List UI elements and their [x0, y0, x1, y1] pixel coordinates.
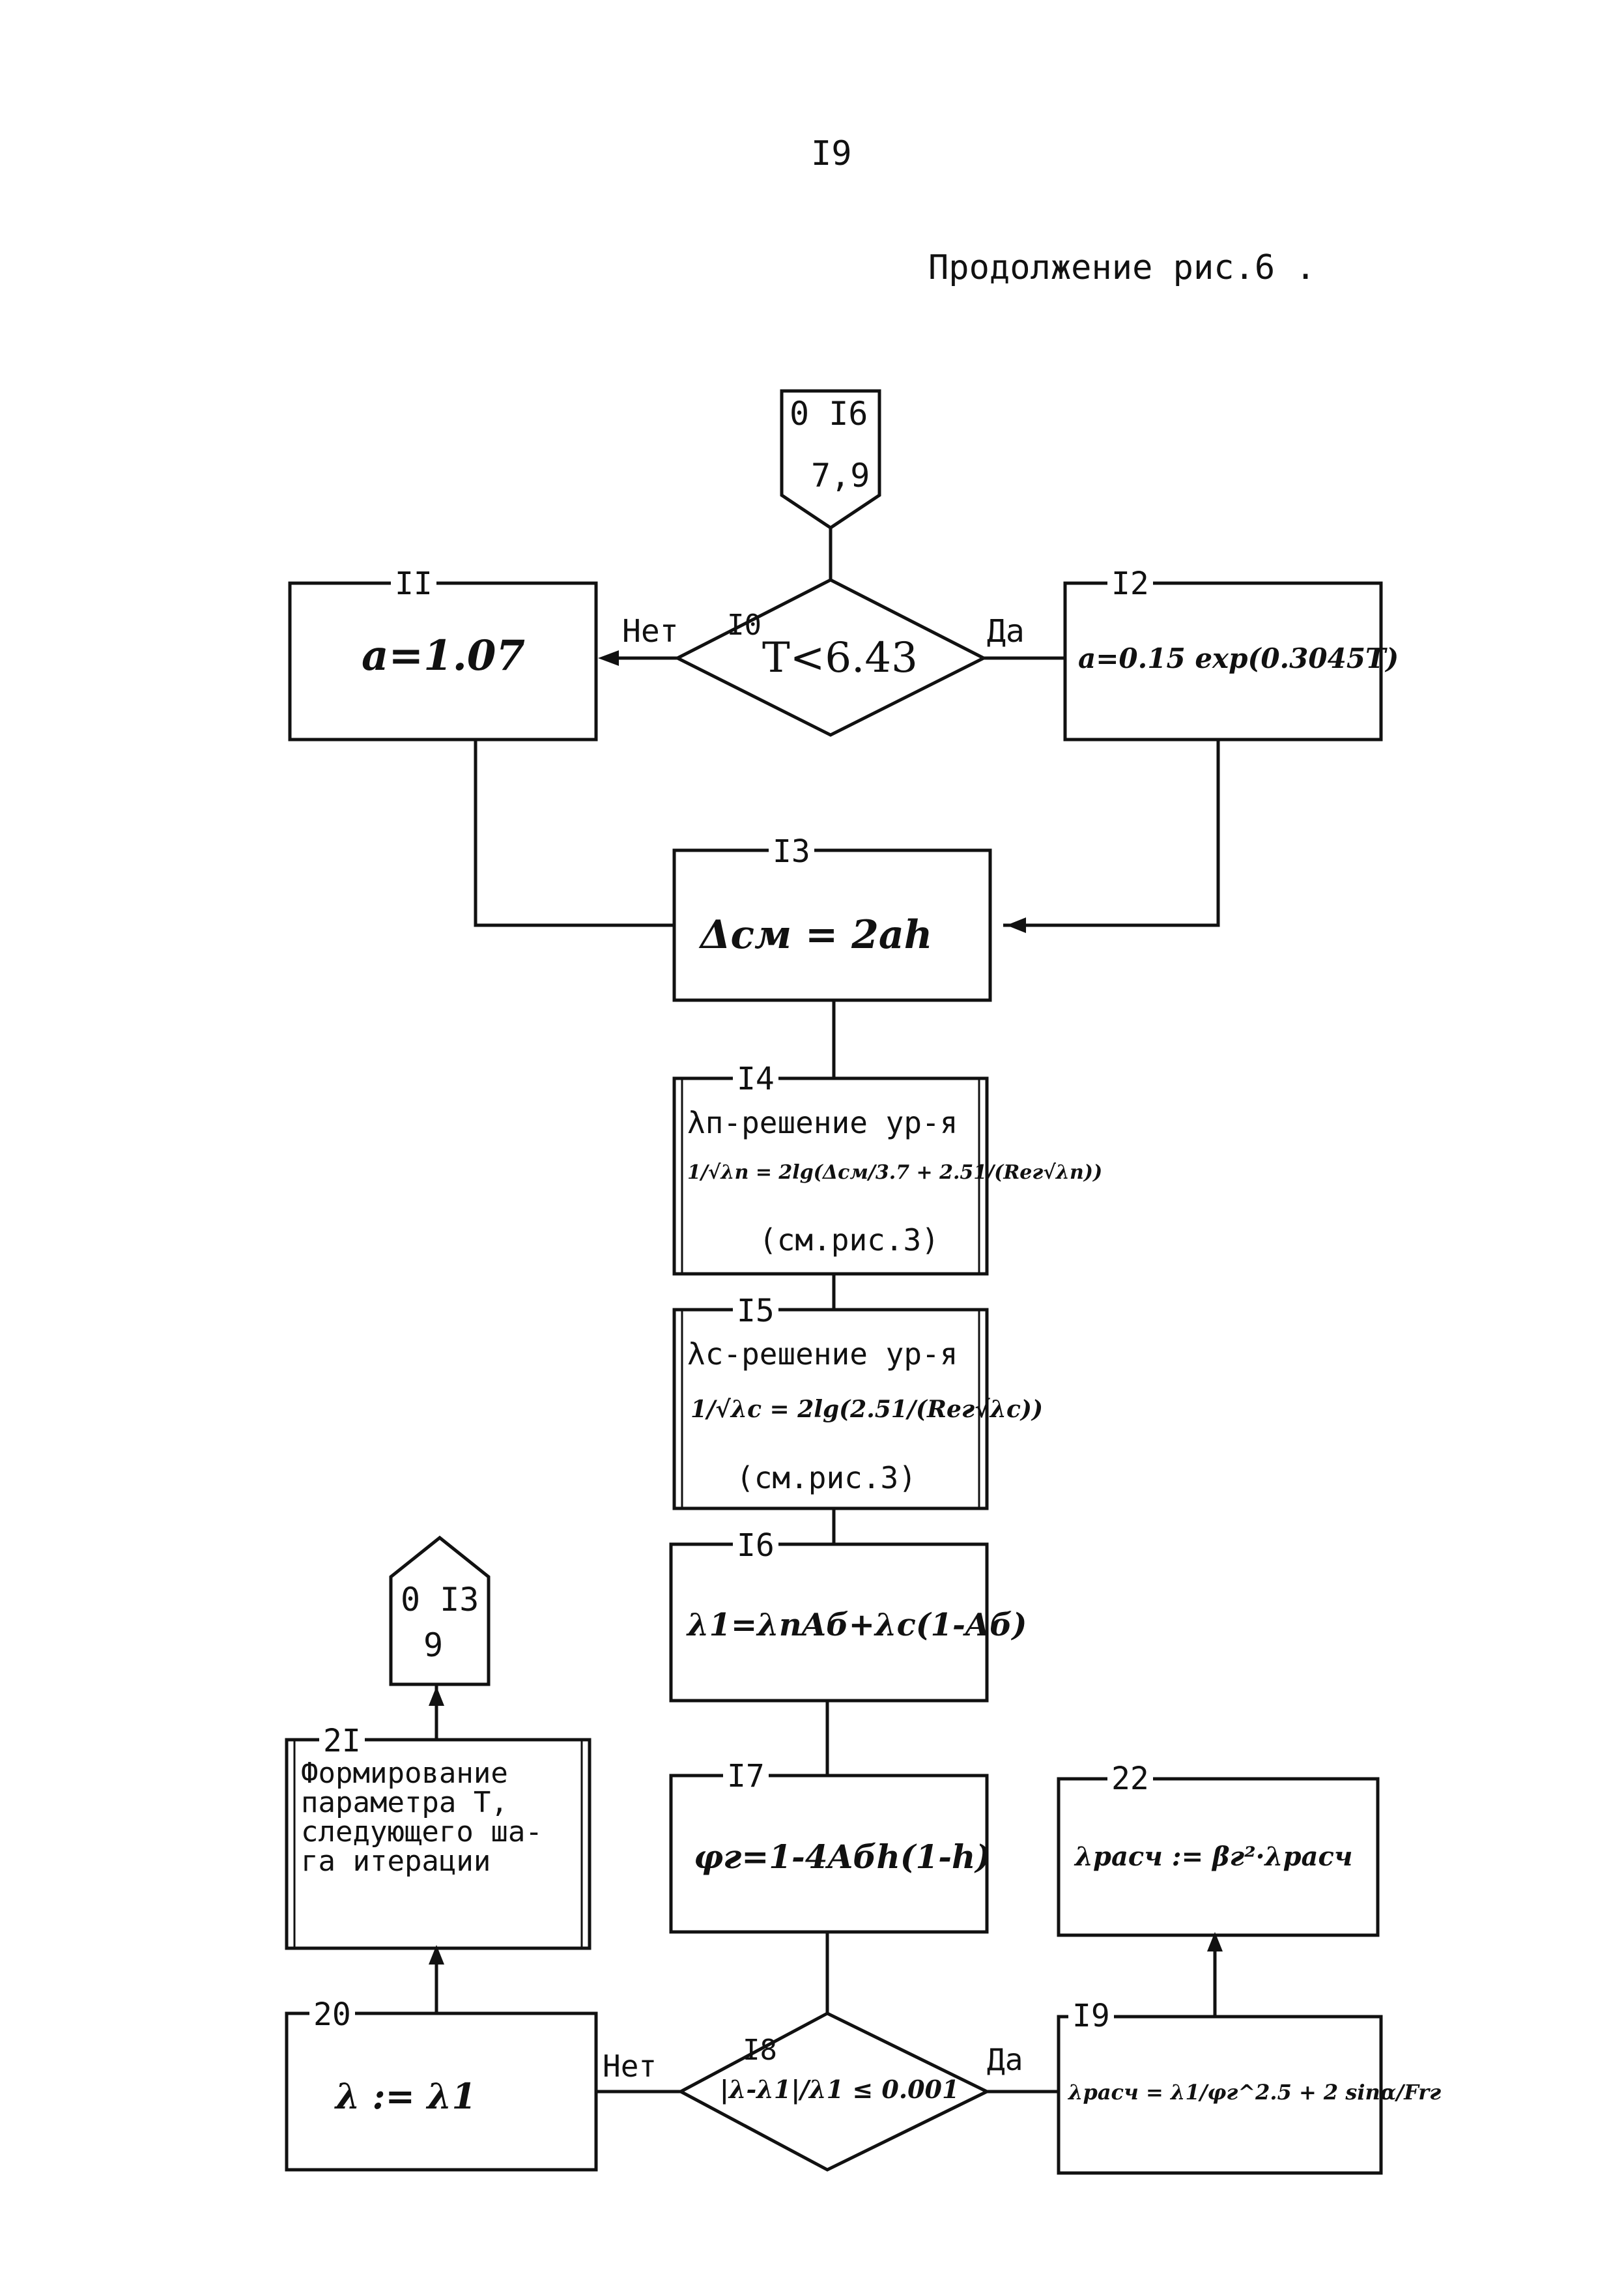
block-11-shape	[288, 581, 598, 741]
block-15-description: λс-решение ур-я	[687, 1336, 958, 1372]
block-22-number: 22	[1107, 1763, 1153, 1794]
block-12-formula: a=0.15 exp(0.3045T)	[1078, 642, 1399, 674]
entry-connector-line1: 0 I6	[790, 395, 868, 433]
block-10-no-label: Нет	[622, 613, 679, 650]
block-14-number: I4	[733, 1063, 778, 1095]
block-10-yes-label: Да	[987, 613, 1025, 650]
block-15-equation: 1/√λс = 2lg(2.51/(Reг√λс))	[691, 1396, 1044, 1423]
block-14-reference: (см.рис.3)	[759, 1222, 939, 1258]
entry-connector-shape	[780, 389, 881, 530]
arrowhead	[1006, 917, 1026, 933]
entry-connector-line2: 7,9	[811, 457, 870, 495]
block-20-formula: λ := λ1	[335, 2075, 477, 2117]
block-15-number: I5	[733, 1295, 778, 1327]
arrowhead	[1207, 1932, 1223, 1951]
block-15-reference: (см.рис.3)	[736, 1460, 917, 1495]
block-19-shape	[1057, 2015, 1383, 2175]
page-number: I9	[811, 134, 852, 173]
block-12-number: I2	[1107, 568, 1153, 599]
block-19-number: I9	[1068, 2000, 1114, 2032]
block-22-formula: λрасч := βг²·λрасч	[1075, 1841, 1353, 1872]
block-19-formula: λрасч = λ1/φг^2.5 + 2 sinα/Frг	[1068, 2080, 1442, 2105]
block-13-number: I3	[769, 836, 814, 867]
figure-caption: Продолжение рис.6 .	[928, 248, 1316, 287]
block-16-number: I6	[733, 1530, 778, 1561]
block-21-line: параметра T,	[301, 1786, 508, 1819]
block-18-no-label: Нет	[603, 2049, 657, 2084]
block-20-shape	[285, 2011, 598, 2172]
arrowhead	[598, 650, 619, 666]
block-13-formula: Δcм = 2ah	[700, 912, 933, 958]
block-21-line: Формирование	[301, 1757, 508, 1790]
block-11-formula: a=1.07	[362, 631, 525, 680]
block-12-shape	[1063, 581, 1383, 741]
block-22-shape	[1057, 1777, 1380, 1937]
block-21-line: следующего ша-	[301, 1815, 543, 1849]
exit-connector-line2: 9	[423, 1626, 444, 1664]
block-11-number: II	[391, 568, 436, 599]
arrowhead	[429, 1945, 444, 1965]
block-10-condition: T<6.43	[762, 634, 918, 682]
block-17-formula: φг=1-4Aбh(1-h)	[694, 1837, 991, 1876]
block-14-equation: 1/√λп = 2lg(Δсм/3.7 + 2.51/(Reг√λп))	[687, 1161, 1103, 1184]
block-18-yes-label: Да	[987, 2042, 1023, 2077]
block-21-line: га итерации	[301, 1845, 491, 1878]
arrowhead	[429, 1686, 444, 1706]
block-18-condition: |λ-λ1|/λ1 ≤ 0.001	[720, 2075, 960, 2104]
block-10-number: I0	[727, 609, 762, 642]
exit-connector-shape	[389, 1535, 491, 1686]
block-20-number: 20	[309, 1999, 355, 2030]
block-14-description: λп-решение ур-я	[687, 1105, 958, 1140]
decision-10-shape	[674, 578, 988, 737]
block-18-number: I8	[743, 2034, 777, 2067]
exit-connector-line1: 0 I3	[401, 1581, 479, 1619]
block-16-formula: λ1=λпAб+λс(1-Aб)	[687, 1607, 1027, 1643]
block-17-number: I7	[723, 1761, 769, 1792]
block-21-number: 2I	[319, 1725, 365, 1757]
decision-18-shape	[677, 2011, 991, 2172]
